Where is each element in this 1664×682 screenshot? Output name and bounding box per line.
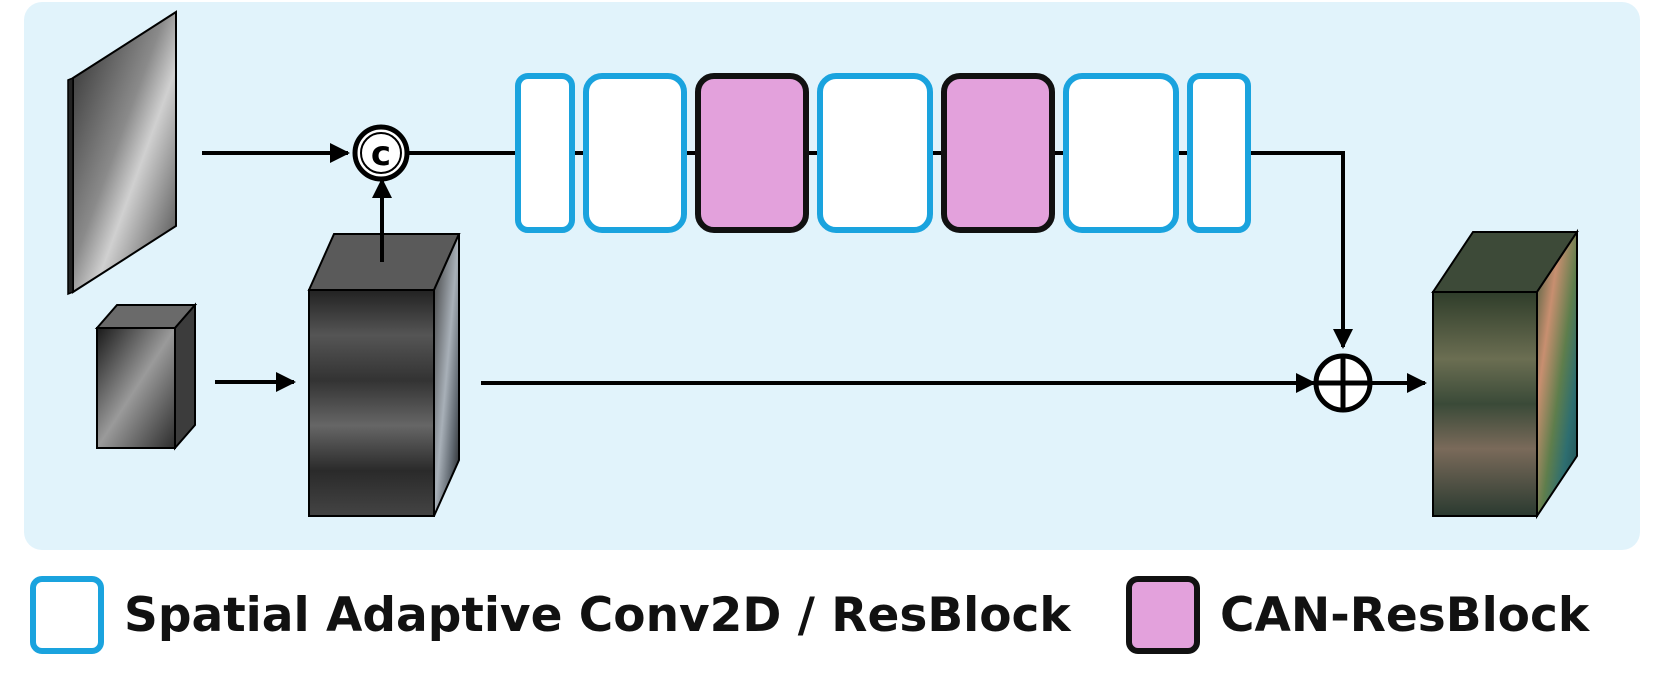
concat-operator: c [352, 124, 410, 182]
concat-symbol: c [371, 134, 391, 174]
lr-hsi-cube [94, 302, 198, 451]
add-operator [1313, 353, 1373, 413]
block-spatial-resblock-3 [1063, 73, 1179, 233]
legend-spatial-swatch [30, 576, 104, 654]
pan-image [67, 10, 177, 296]
block-spatial-resblock-1 [583, 73, 687, 233]
block-spatial-conv-input [515, 73, 575, 233]
legend-can: CAN-ResBlock [1126, 575, 1589, 655]
blocks-to-add-arrow [1248, 151, 1353, 349]
block-can-resblock-1 [695, 73, 809, 233]
block-can-resblock-2 [941, 73, 1055, 233]
block-spatial-resblock-2 [817, 73, 933, 233]
legend-spatial-label: Spatial Adaptive Conv2D / ResBlock [124, 587, 1071, 643]
legend-spatial: Spatial Adaptive Conv2D / ResBlock [30, 575, 1071, 655]
network-blocks [515, 73, 1251, 233]
block-spatial-conv-output [1187, 73, 1251, 233]
legend-can-label: CAN-ResBlock [1220, 587, 1590, 643]
output-hsi-cube [1431, 228, 1579, 520]
legend-can-swatch [1126, 576, 1200, 654]
upsampled-hsi-cube [307, 233, 461, 517]
